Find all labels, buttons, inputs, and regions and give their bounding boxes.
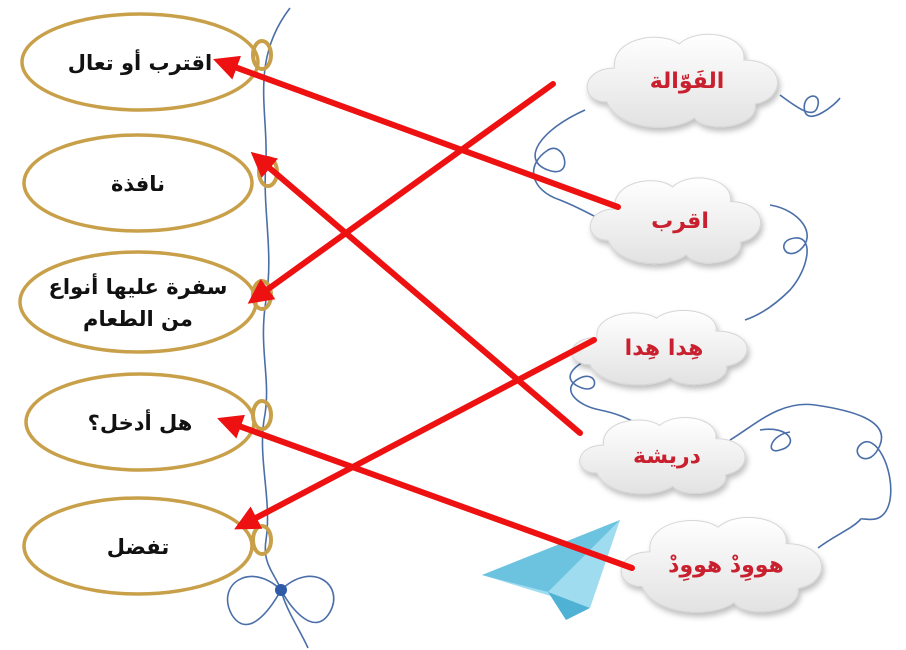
definition-item[interactable]: اقترب أو تعال bbox=[20, 12, 273, 112]
word-cloud bbox=[571, 309, 748, 386]
paper-plane-icon bbox=[482, 520, 620, 620]
definition-oval bbox=[20, 12, 260, 112]
definition-text: نافذة bbox=[111, 172, 165, 196]
definition-oval bbox=[18, 250, 258, 354]
left-column: اقترب أو تعال نافذة سفرة عليها أنواع من الط… bbox=[18, 12, 279, 596]
bow-icon bbox=[226, 575, 335, 626]
match-arrow bbox=[217, 414, 635, 571]
definition-item[interactable]: هل أدخل؟ bbox=[24, 372, 273, 472]
definition-item[interactable]: نافذة bbox=[22, 133, 279, 233]
word-item[interactable]: هووِدْ هووِدْ bbox=[620, 516, 822, 613]
cloud-strings bbox=[532, 94, 892, 549]
definition-text: اقترب أو تعال bbox=[68, 48, 212, 75]
word-item[interactable]: هِدا هِدا bbox=[571, 309, 748, 386]
word-item[interactable]: دريشة bbox=[579, 417, 746, 495]
match-arrow bbox=[250, 151, 583, 436]
word-cloud bbox=[579, 417, 746, 495]
hanging-ring-icon bbox=[251, 524, 273, 556]
word-text: هِدا هِدا bbox=[625, 336, 704, 361]
match-arrow bbox=[213, 55, 621, 210]
match-arrow bbox=[247, 81, 556, 304]
word-text: اقرب bbox=[651, 209, 709, 234]
definition-text: هل أدخل؟ bbox=[88, 408, 193, 435]
word-text: دريشة bbox=[633, 444, 701, 469]
word-text: الفَوّالة bbox=[650, 69, 725, 94]
definition-text: سفرة عليها أنواع bbox=[49, 272, 228, 299]
match-arrows bbox=[213, 55, 635, 571]
hanging-ring-icon bbox=[251, 39, 273, 71]
right-column: الفَوّالة اقرب هِدا هِدا دريشة هووِدْ هووِدْ bbox=[571, 33, 822, 613]
word-cloud bbox=[586, 33, 779, 128]
hanging-ring-icon bbox=[251, 399, 273, 431]
definition-item[interactable]: سفرة عليها أنواع من الطعام bbox=[18, 250, 273, 354]
definition-text: تفضل bbox=[107, 535, 169, 559]
definition-text: من الطعام bbox=[83, 307, 193, 331]
definition-item[interactable]: تفضل bbox=[22, 496, 273, 596]
match-arrow bbox=[234, 337, 597, 530]
word-text: هووِدْ هووِدْ bbox=[668, 553, 784, 582]
word-item[interactable]: اقرب bbox=[589, 177, 762, 265]
word-item[interactable]: الفَوّالة bbox=[586, 33, 779, 128]
definition-oval bbox=[22, 133, 254, 233]
word-cloud bbox=[620, 516, 822, 613]
